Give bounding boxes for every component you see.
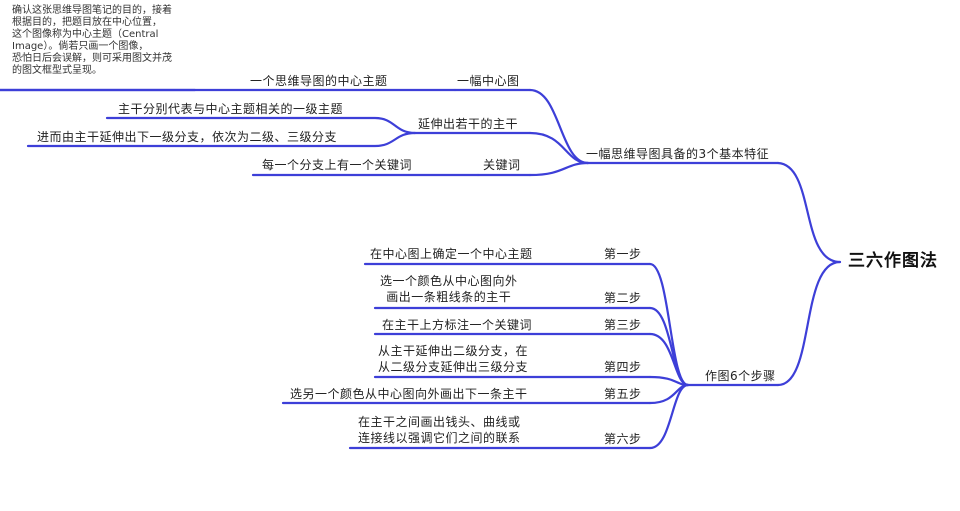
connector-branch1-child2 — [528, 131, 590, 165]
step5-detail[interactable]: 选另一个颜色从中心图向外画出下一条主干 — [290, 387, 528, 401]
step1-detail[interactable]: 在中心图上确定一个中心主题 — [370, 247, 533, 261]
branch1-child2-label[interactable]: 延伸出若干的主干 — [418, 117, 519, 131]
step6-detail[interactable]: 在主干之间画出钱头、曲线或 连接线以强调它们之间的联系 — [358, 415, 521, 445]
branch1-child2-detail1[interactable]: 主干分别代表与中心主题相关的一级主题 — [118, 102, 344, 116]
connector-branch1-child1 — [528, 88, 590, 165]
step6-label[interactable]: 第六步 — [604, 432, 642, 446]
branch2-label[interactable]: 作图6个步骤 — [705, 369, 776, 383]
branch1-label[interactable]: 一幅思维导图具备的3个基本特征 — [586, 147, 770, 161]
branch1-child3-detail[interactable]: 每一个分支上有一个关键词 — [262, 158, 413, 172]
step4-label[interactable]: 第四步 — [604, 360, 642, 374]
branch1-child2-detail2[interactable]: 进而由主干延伸出下一级分支，依次为二级、三级分支 — [37, 130, 338, 144]
root-topic[interactable]: 三六作图法 — [848, 251, 938, 271]
step3-label[interactable]: 第三步 — [604, 318, 642, 332]
step4-detail[interactable]: 从主干延伸出二级分支，在 从二级分支延伸出三级分支 — [378, 344, 529, 374]
step3-detail[interactable]: 在主干上方标注一个关键词 — [382, 318, 533, 332]
connector-root-branch2 — [776, 260, 842, 387]
step2-label[interactable]: 第二步 — [604, 291, 642, 305]
step2-detail[interactable]: 选一个颜色从中心图向外 画出一条粗线条的主干 — [380, 274, 518, 304]
connector-branch1-child3 — [528, 161, 590, 177]
step5-label[interactable]: 第五步 — [604, 387, 642, 401]
note-text: 确认这张思维导图笔记的目的，接着 根据目的，把题目放在中心位置， 这个图像称为中… — [12, 5, 172, 76]
branch1-child1-detail[interactable]: 一个思维导图的中心主题 — [250, 74, 388, 88]
step1-label[interactable]: 第一步 — [604, 247, 642, 261]
branch1-child3-label[interactable]: 关键词 — [483, 158, 521, 172]
connector-root-branch1 — [776, 161, 842, 264]
branch1-child1-label[interactable]: 一幅中心图 — [457, 74, 520, 88]
